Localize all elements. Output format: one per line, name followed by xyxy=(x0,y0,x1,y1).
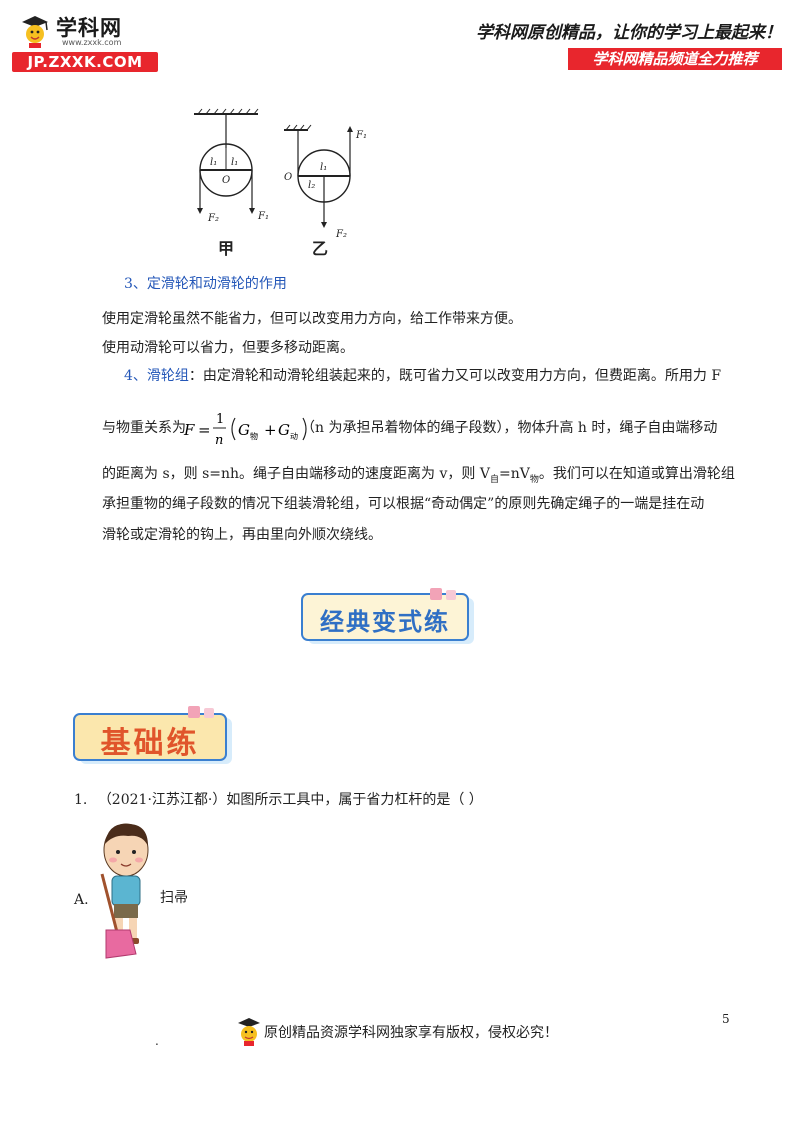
movable-pulley-f1-label: F₁ xyxy=(355,130,367,141)
formula-equals: = xyxy=(198,421,211,439)
section4-text1: ：由定滑轮和动滑轮组装起来的，既可省力又可以改变用力方向，但费距离。所用力 F xyxy=(188,368,722,384)
option-a-label: A. xyxy=(74,892,89,908)
section4-text3-post: 。我们可以在知道或算出滑轮组 xyxy=(538,466,735,482)
velocity-sub-object: 物 xyxy=(529,474,539,485)
mascot-logo-icon xyxy=(22,16,48,48)
pulley-figure: l₁ l₁ O F₂ F₁ 甲 F₁ O l₁ l₂ F₂ 乙 xyxy=(194,108,367,258)
classic-banner-background xyxy=(301,588,474,644)
section4-text2-post: （n 为承担吊着物体的绳子段数），物体升高 h 时，绳子自由端移动 xyxy=(301,420,718,436)
fixed-pulley-f2-label: F₂ xyxy=(207,213,219,224)
movable-pulley-f2-label: F₂ xyxy=(335,229,347,240)
question-1-stem: 1. （2021·江苏江都·）如图所示工具中，属于省力杠杆的是（ ） xyxy=(74,792,483,809)
footer-copyright-text: 原创精品资源学科网独家享有版权，侵权必究！ xyxy=(264,1025,558,1041)
fixed-pulley-l1-right: l₁ xyxy=(231,157,238,168)
question-1-number: 1. xyxy=(74,792,88,808)
formula-numerator: 1 xyxy=(216,412,224,427)
header-slogan: 学科网原创精品，让你的学习上最起来！ xyxy=(476,23,782,43)
fixed-pulley-f1-label: F₁ xyxy=(257,211,269,222)
section3-line1: 使用定滑轮虽然不能省力，但可以改变用力方向，给工作带来方便。 xyxy=(102,311,522,327)
section3-heading: 3、定滑轮和动滑轮的作用 xyxy=(124,276,287,292)
movable-pulley-diagram: F₁ O l₁ l₂ F₂ 乙 xyxy=(284,124,367,258)
pulley-force-formula: F = 1 n G 物 + G 动 xyxy=(183,412,307,448)
movable-pulley-o-label: O xyxy=(284,172,292,183)
section3-line2: 使用动滑轮可以省力，但要多移动距离。 xyxy=(102,340,354,356)
section4-line3: 的距离为 s，则 s=nh。绳子自由端移动的速度距离为 v，则 V自=nV物。我… xyxy=(102,466,735,486)
logo-subtitle: www.zxxk.com xyxy=(62,38,122,47)
formula-denominator: n xyxy=(215,433,223,448)
footer-dot: . xyxy=(155,1034,159,1048)
classic-practice-banner: 经典变式练 xyxy=(298,586,482,650)
section4-line1: 4、滑轮组：由定滑轮和动滑轮组装起来的，既可省力又可以改变用力方向，但费距离。所… xyxy=(124,368,721,385)
section4-line4: 承担重物的绳子段数的情况下组装滑轮组，可以根据“奇动偶定”的原则先确定绳子的一端… xyxy=(102,496,705,512)
fixed-pulley-l1-left: l₁ xyxy=(210,157,217,168)
figure-caption-right: 乙 xyxy=(312,239,328,258)
basic-practice-banner: 基础练 xyxy=(70,704,238,768)
section4-text3-pre: 的距离为 s，则 s=nh。绳子自由端移动的速度距离为 v，则 V xyxy=(102,466,490,482)
section4-heading: 4、滑轮组 xyxy=(124,368,189,384)
section4-line5: 滑轮或定滑轮的钩上，再由里向外顺次绕线。 xyxy=(102,527,382,543)
movable-pulley-l2-label: l₂ xyxy=(308,180,315,191)
option-a-text[interactable]: 扫帚 xyxy=(160,890,188,906)
velocity-sub-free: 自 xyxy=(489,474,499,485)
classic-banner-text: 经典变式练 xyxy=(320,607,450,636)
section4-text3-mid: =nV xyxy=(498,466,530,482)
section4-text2-pre: 与物重关系为 xyxy=(102,420,186,436)
logo-url-badge[interactable]: JP.ZXXK.COM xyxy=(12,52,158,72)
broom-boy-image[interactable] xyxy=(96,818,156,960)
movable-pulley-l1-label: l₁ xyxy=(320,162,327,173)
fixed-pulley-o-label: O xyxy=(222,175,230,186)
channel-badge: 学科网精品频道全力推荐 xyxy=(568,48,782,70)
formula-g2: G xyxy=(278,421,290,439)
formula-g1: G xyxy=(238,421,250,439)
formula-plus: + xyxy=(264,421,277,439)
footer-mascot-icon xyxy=(238,1018,260,1046)
formula-g2-sub: 动 xyxy=(290,431,298,441)
formula-g1-sub: 物 xyxy=(250,431,258,441)
formula-lhs: F xyxy=(183,421,195,439)
basic-banner-text: 基础练 xyxy=(100,726,200,761)
page-number: 5 xyxy=(722,1012,730,1026)
fixed-pulley-diagram: l₁ l₁ O F₂ F₁ 甲 xyxy=(194,108,269,258)
figure-caption-left: 甲 xyxy=(218,239,234,258)
basic-banner-background xyxy=(73,706,232,764)
logo-name: 学科网 xyxy=(56,16,122,40)
question-1-text: （2021·江苏江都·）如图所示工具中，属于省力杠杆的是（ ） xyxy=(97,792,483,808)
